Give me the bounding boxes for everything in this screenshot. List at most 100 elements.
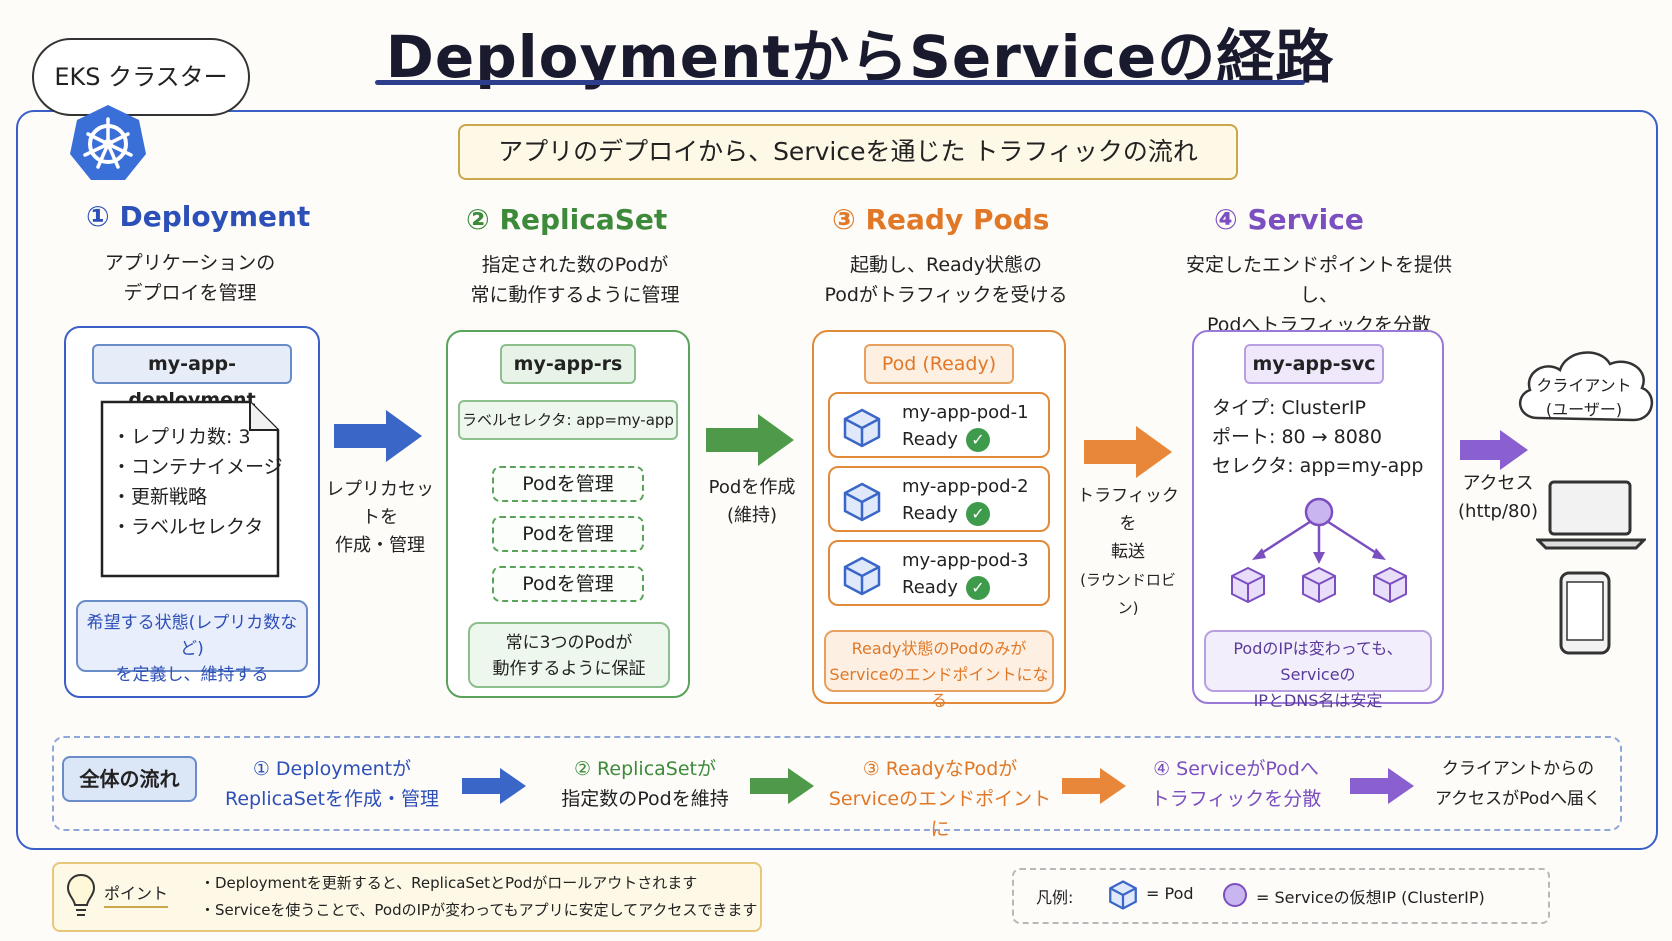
pod-card-2: my-app-pod-2 Ready✓ <box>828 466 1050 532</box>
spec-item: ・レプリカ数: 3 <box>112 426 251 448</box>
pods-desc-line: Podがトラフィックを受ける <box>824 284 1068 306</box>
ready-pods-heading: ③ Ready Pods <box>832 203 1050 236</box>
arrow-right-icon <box>1350 768 1414 804</box>
flow-step-3: ③ ReadyなPodが Serviceのエンドポイントに <box>820 754 1060 844</box>
pod-cube-icon <box>1302 566 1336 604</box>
deployment-desc-line: デプロイを管理 <box>123 282 257 304</box>
pod-ready-tag: Pod (Ready) <box>864 344 1014 384</box>
arrow-label-line: アクセス <box>1462 473 1534 494</box>
pod-cube-icon <box>843 408 881 448</box>
arrow-label-access: アクセス (http/80) <box>1448 470 1548 526</box>
arrow-right-icon <box>462 768 526 804</box>
pod-name: my-app-pod-3 <box>902 550 1029 571</box>
point-line: ・Serviceを使うことで、PodのIPが変わってもアプリに安定してアクセスで… <box>200 901 758 919</box>
replicaset-heading: ② ReplicaSet <box>466 203 668 236</box>
note-line: PodのIPは変わっても、Serviceの <box>1233 639 1403 684</box>
pod-cube-icon <box>1109 880 1137 910</box>
smartphone-icon <box>1559 571 1611 655</box>
legend-box <box>1012 868 1550 924</box>
pod-status: Ready <box>902 429 958 450</box>
flow-step-4: ④ ServiceがPodへ トラフィックを分散 <box>1136 754 1336 814</box>
pod-status-row: Ready✓ <box>902 502 990 526</box>
flow-line: クライアントからの <box>1441 759 1595 779</box>
legend-ip-text: = Serviceの仮想IP (ClusterIP) <box>1256 888 1485 907</box>
service-heading: ④ Service <box>1214 203 1364 236</box>
deployment-note: 希望する状態(レプリカ数など) を定義し、維持する <box>76 600 308 685</box>
overall-flow-tag: 全体の流れ <box>62 756 197 802</box>
note-line: 常に3つのPodが <box>505 633 633 653</box>
arrow-label-line: (http/80) <box>1458 501 1538 522</box>
cluster-cloud-label: EKS クラスター <box>32 38 250 116</box>
cluster-frame <box>16 110 1658 850</box>
client-cloud-icon <box>1518 351 1654 422</box>
pod-cube-icon <box>843 556 881 596</box>
page-title: DeploymentからServiceの経路 <box>385 23 1335 91</box>
replicaset-desc-line: 指定された数のPodが <box>481 254 669 276</box>
service-name-tag: my-app-svc <box>1244 344 1384 384</box>
deployment-spec-list: ・レプリカ数: 3 ・コンテナイメージ ・更新戦略 ・ラベルセレクタ <box>112 422 283 542</box>
managed-pod-slot: Podを管理 <box>492 516 644 552</box>
arrow-right-icon <box>1460 430 1528 470</box>
title-underline <box>375 80 1305 85</box>
point-box <box>52 862 762 932</box>
arrow-label-line: 転送 <box>1111 542 1145 562</box>
service-note: PodのIPは変わっても、Serviceの IPとDNS名は安定 <box>1204 630 1432 710</box>
replicaset-note: 常に3つのPodが 動作するように保証 <box>468 622 670 688</box>
diagram-subtitle: アプリのデプロイから、Serviceを通じた トラフィックの流れ <box>458 124 1238 180</box>
pod-card-1: my-app-pod-1 Ready✓ <box>828 392 1050 458</box>
arrow-right-icon <box>1062 768 1126 804</box>
managed-pod-slot: Podを管理 <box>492 466 644 502</box>
managed-pod-slot: Podを管理 <box>492 566 644 602</box>
client-label: クライアント (ユーザー) <box>1522 374 1646 422</box>
pod-status: Ready <box>902 503 958 524</box>
point-label: ポイント <box>104 880 169 908</box>
load-balance-diagram <box>1231 497 1407 604</box>
pod-card-3: my-app-pod-3 Ready ✓ <box>828 540 1050 606</box>
note-line: を定義し、維持する <box>115 665 269 685</box>
flow-step-2: ② ReplicaSetが 指定数のPodを維持 <box>540 754 750 814</box>
flow-line: トラフィックを分散 <box>1150 788 1322 810</box>
service-selector: セレクタ: app=my-app <box>1212 455 1424 477</box>
pod-status: Ready <box>902 577 958 598</box>
pod-name: my-app-pod-2 <box>902 476 1029 497</box>
flow-line: 指定数のPodを維持 <box>561 788 729 810</box>
arrow-label-create-pod: Podを作成 (維持) <box>700 474 804 530</box>
pod-status-row: Ready ✓ <box>902 428 990 452</box>
note-line: 動作するように保証 <box>492 659 646 679</box>
flow-line: ② ReplicaSetが <box>573 758 717 780</box>
service-description: 安定したエンドポイントを提供し、 Podへトラフィックを分散 <box>1174 250 1464 340</box>
flow-line: ReplicaSetを作成・管理 <box>225 788 439 810</box>
arrow-label-line: トラフィックを <box>1077 486 1179 534</box>
spec-item: ・更新戦略 <box>112 486 208 508</box>
flow-step-1: ① Deploymentが ReplicaSetを作成・管理 <box>212 754 452 814</box>
cluster-ip-icon <box>1304 497 1334 527</box>
deployment-desc-line: アプリケーションの <box>104 252 276 274</box>
laptop-icon <box>1536 480 1646 550</box>
service-spec: タイプ: ClusterIP ポート: 80 → 8080 セレクタ: app=… <box>1212 394 1423 481</box>
check-icon: ✓ <box>965 428 990 452</box>
lightbulb-icon <box>66 873 96 916</box>
flow-line: ① Deploymentが <box>252 758 412 780</box>
arrow-label-create: レプリカセットを 作成・管理 <box>318 476 442 560</box>
arrow-label-line: レプリカセットを <box>326 479 434 528</box>
note-line: Ready状態のPodのみが <box>851 639 1027 658</box>
pod-status-row: Ready ✓ <box>902 576 990 600</box>
replicaset-desc-line: 常に動作するように管理 <box>470 284 680 306</box>
kubernetes-icon <box>70 105 146 180</box>
arrow-right-icon <box>750 768 814 804</box>
replicaset-description: 指定された数のPodが 常に動作するように管理 <box>440 250 710 310</box>
arrow-label-line: (ラウンドロビン) <box>1080 571 1176 617</box>
arrow-label-forward: トラフィックを 転送 (ラウンドロビン) <box>1072 482 1184 622</box>
point-text: ・Deploymentを更新すると、ReplicaSetとPodがロールアウトさ… <box>200 870 757 924</box>
pod-cube-icon <box>843 482 881 522</box>
pod-cube-icon <box>1231 566 1265 604</box>
pods-desc-line: 起動し、Ready状態の <box>850 254 1042 276</box>
check-icon: ✓ <box>965 576 990 600</box>
service-port: ポート: 80 → 8080 <box>1212 426 1382 448</box>
flow-line: Serviceのエンドポイントに <box>828 788 1052 840</box>
pod-cube-icon <box>1373 566 1407 604</box>
flow-line: アクセスがPodへ届く <box>1435 789 1601 809</box>
note-line: 希望する状態(レプリカ数など) <box>86 613 298 659</box>
deployment-heading: ① Deployment <box>86 200 311 233</box>
cluster-ip-icon <box>1223 883 1247 907</box>
